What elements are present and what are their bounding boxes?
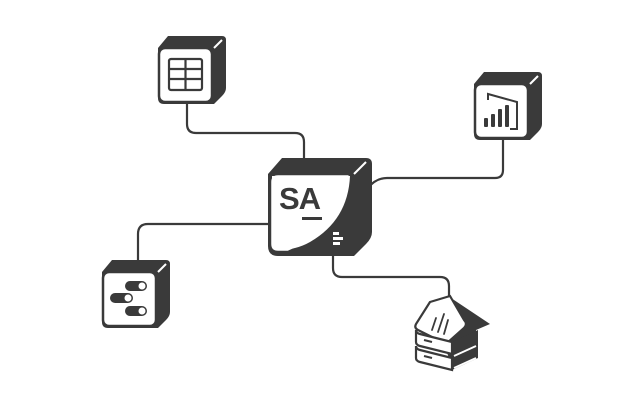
connector-toggles-to-hub bbox=[136, 222, 272, 264]
node-bi-report[interactable] bbox=[473, 72, 542, 140]
connector-report-to-hub bbox=[366, 138, 505, 190]
connector-warehouse-to-hub bbox=[331, 253, 451, 307]
hub-face-curve bbox=[272, 176, 350, 250]
warehouse-house-icon bbox=[414, 294, 490, 372]
bars-icon bbox=[333, 232, 343, 245]
node-toggles[interactable] bbox=[101, 260, 170, 328]
connectors bbox=[136, 102, 505, 307]
bar-chart-report-icon bbox=[484, 92, 518, 130]
node-table[interactable] bbox=[157, 36, 226, 104]
hub-node[interactable]: SA bbox=[268, 158, 372, 256]
toggle-switches-icon bbox=[110, 281, 147, 316]
sa-underline bbox=[302, 217, 322, 220]
connector-table-to-hub bbox=[185, 102, 306, 162]
sa-logo-icon: SA bbox=[279, 181, 321, 216]
table-grid-icon bbox=[167, 57, 204, 92]
roof-face bbox=[414, 294, 468, 346]
node-data-warehouse[interactable] bbox=[414, 294, 490, 372]
